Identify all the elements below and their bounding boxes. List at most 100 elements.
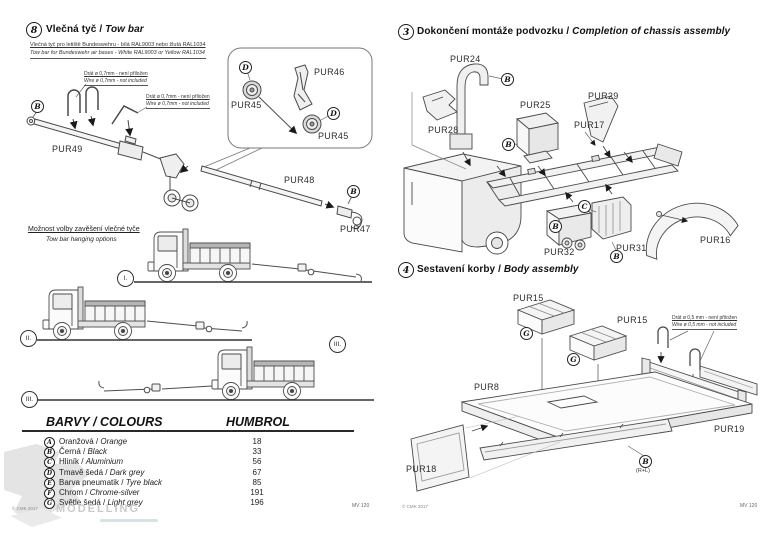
part-label-pur8: PUR8 [474,382,500,392]
option-iii-badge-left: III. [21,391,38,408]
wire-note-05-en: Wire ø 0,5 mm - not included [672,321,737,328]
colour-name-en: Orange [100,437,128,446]
colour-row-code: 18 [252,437,262,446]
wire-note-07-a: Drát ø 0,7mm - není přiložen Wire ø 0,7m… [84,71,148,86]
sheet-code-left: MV 120 [352,503,370,509]
part-label-pur25: PUR25 [520,100,551,110]
colour-name-en: Dark grey [109,468,145,477]
wire-note-07-a-cs: Drát ø 0,7mm - není přiložen [84,71,148,77]
wire-note-07-b-en: Wire ø 0,7mm - not included [146,100,209,107]
colour-letter-g-pur15a: G [520,327,533,340]
colours-table-rule [22,430,354,432]
part-label-pur48: PUR48 [284,175,315,185]
colour-letter-b-pur25: B [502,138,515,151]
colour-name-en: Tyre black [125,478,163,487]
wire-note-07-b-cs: Drát ø 0,7mm - není přiložen [146,94,210,100]
colour-letter-b-pur24: B [501,73,514,86]
colour-row-name: Oranžová / Orange [59,437,127,447]
towbar-drawing [26,83,363,229]
colour-letter-d-pur45b: D [327,107,340,120]
hanging-options-title-en: Tow bar hanging options [46,236,117,243]
section-4-number: 4 [398,262,414,278]
copyright-right: © CMK 2017 [402,504,428,509]
part-label-pur32: PUR32 [544,247,575,257]
section-3-title-en: Completion of chassis assembly [572,26,731,37]
section-8-title-cs: Vlečná tyč / [46,24,103,35]
colour-letter-d-pur45a: D [239,61,252,74]
colour-name-cs: Hliník / [59,457,84,466]
part-label-pur47: PUR47 [340,224,371,234]
bundeswehr-note: Vlečná tyč pro letiště Bundeswehru - bíl… [30,42,206,59]
colour-row-code: 67 [252,468,262,477]
detail-bubble [203,47,373,171]
part-label-pur18: PUR18 [406,464,437,474]
colour-row-code: 56 [252,457,262,466]
section-4-title-en: Body assembly [503,264,579,275]
part-label-pur17: PUR17 [574,120,605,130]
part-label-pur29: PUR29 [588,91,619,101]
colour-name-en: Chrome-silver [89,488,140,497]
chassis-drawing [403,63,739,260]
colour-name-cs: Chrom / [59,488,88,497]
wire-note-07-a-en: Wire ø 0,7mm - not included [84,77,147,84]
colour-row-letter: G [44,498,55,509]
section-8-title: Vlečná tyč / Tow bar [46,24,144,35]
colour-row-name: Světle šedá / Light grey [59,498,143,508]
option-i-badge: I. [117,270,134,287]
section-8-title-en: Tow bar [105,24,144,35]
colour-row-name: Hliník / Aluminium [59,457,123,467]
colour-row-code: 196 [250,498,264,507]
wire-note-05: Drát ø 0,5 mm - není přiložen Wire ø 0,5… [672,315,738,330]
truck-option-drawings [37,228,374,401]
wire-note-05-cs: Drát ø 0,5 mm - není přiložen [672,315,738,321]
section-3-number: 3 [398,24,414,40]
colour-letter-b-pur47: B [347,185,360,198]
bundeswehr-note-cs: Vlečná tyč pro letiště Bundeswehru - bíl… [30,42,206,48]
part-label-pur31: PUR31 [616,243,647,253]
part-label-pur15a: PUR15 [513,293,544,303]
part-label-pur49: PUR49 [52,144,83,154]
colour-row-name: Barva pneumatik / Tyre black [59,478,162,488]
section-4-title-cs: Sestavení korby / [417,264,501,275]
colour-row-name: Chrom / Chrome-silver [59,488,139,498]
part-label-pur19: PUR19 [714,424,745,434]
colours-table-title: BARVY / COLOURS [46,415,163,429]
section-4-title: Sestavení korby / Body assembly [417,264,579,275]
colour-row-code: 85 [252,478,262,487]
colour-letter-b-tailgate: B [639,455,652,468]
part-label-pur46: PUR46 [314,67,345,77]
copyright-left: © CMK 2017 [12,506,38,511]
sheet-code-right: MV 120 [740,503,758,509]
colour-letter-b-pur31: B [610,250,623,263]
part-label-pur28: PUR28 [428,125,459,135]
colour-row-name: Tmavě šedá / Dark grey [59,468,144,478]
bundeswehr-note-en: Tow bar for Bundeswehr air bases - White… [30,49,205,56]
colour-row-code: 191 [250,488,264,497]
part-label-pur45a: PUR45 [231,100,262,110]
colour-letter-g-pur15b: G [567,353,580,366]
section-3-title-cs: Dokončení montáže podvozku / [417,26,570,37]
hanging-options-title-cs: Možnost volby zavěšení vlečné tyče [28,226,140,233]
wire-note-07-b: Drát ø 0,7mm - není přiložen Wire ø 0,7m… [146,94,210,109]
colour-name-en: Black [87,447,108,456]
colour-name-cs: Barva pneumatik / [59,478,124,487]
section-3-title: Dokončení montáže podvozku / Completion … [417,26,730,37]
colour-name-en: Aluminium [85,457,124,466]
body-drawing [410,299,758,492]
watermark-text: MODELLING [56,503,140,515]
option-iii-badge-right: III. [329,336,346,353]
colour-name-cs: Černá / [59,447,86,456]
colour-row-code: 33 [252,447,262,456]
colour-letter-c-pur31: C [578,200,591,213]
part-label-pur24: PUR24 [450,54,481,64]
part-label-pur15b: PUR15 [617,315,648,325]
rl-note: (R+L) [636,468,650,474]
colour-letter-b-pur32: B [549,220,562,233]
colour-name-cs: Tmavě šedá / [59,468,108,477]
humbrol-column-title: HUMBROL [226,415,290,429]
option-ii-badge: II. [20,330,37,347]
colour-name-cs: Oranžová / [59,437,99,446]
colour-name-en: Light grey [107,498,143,507]
